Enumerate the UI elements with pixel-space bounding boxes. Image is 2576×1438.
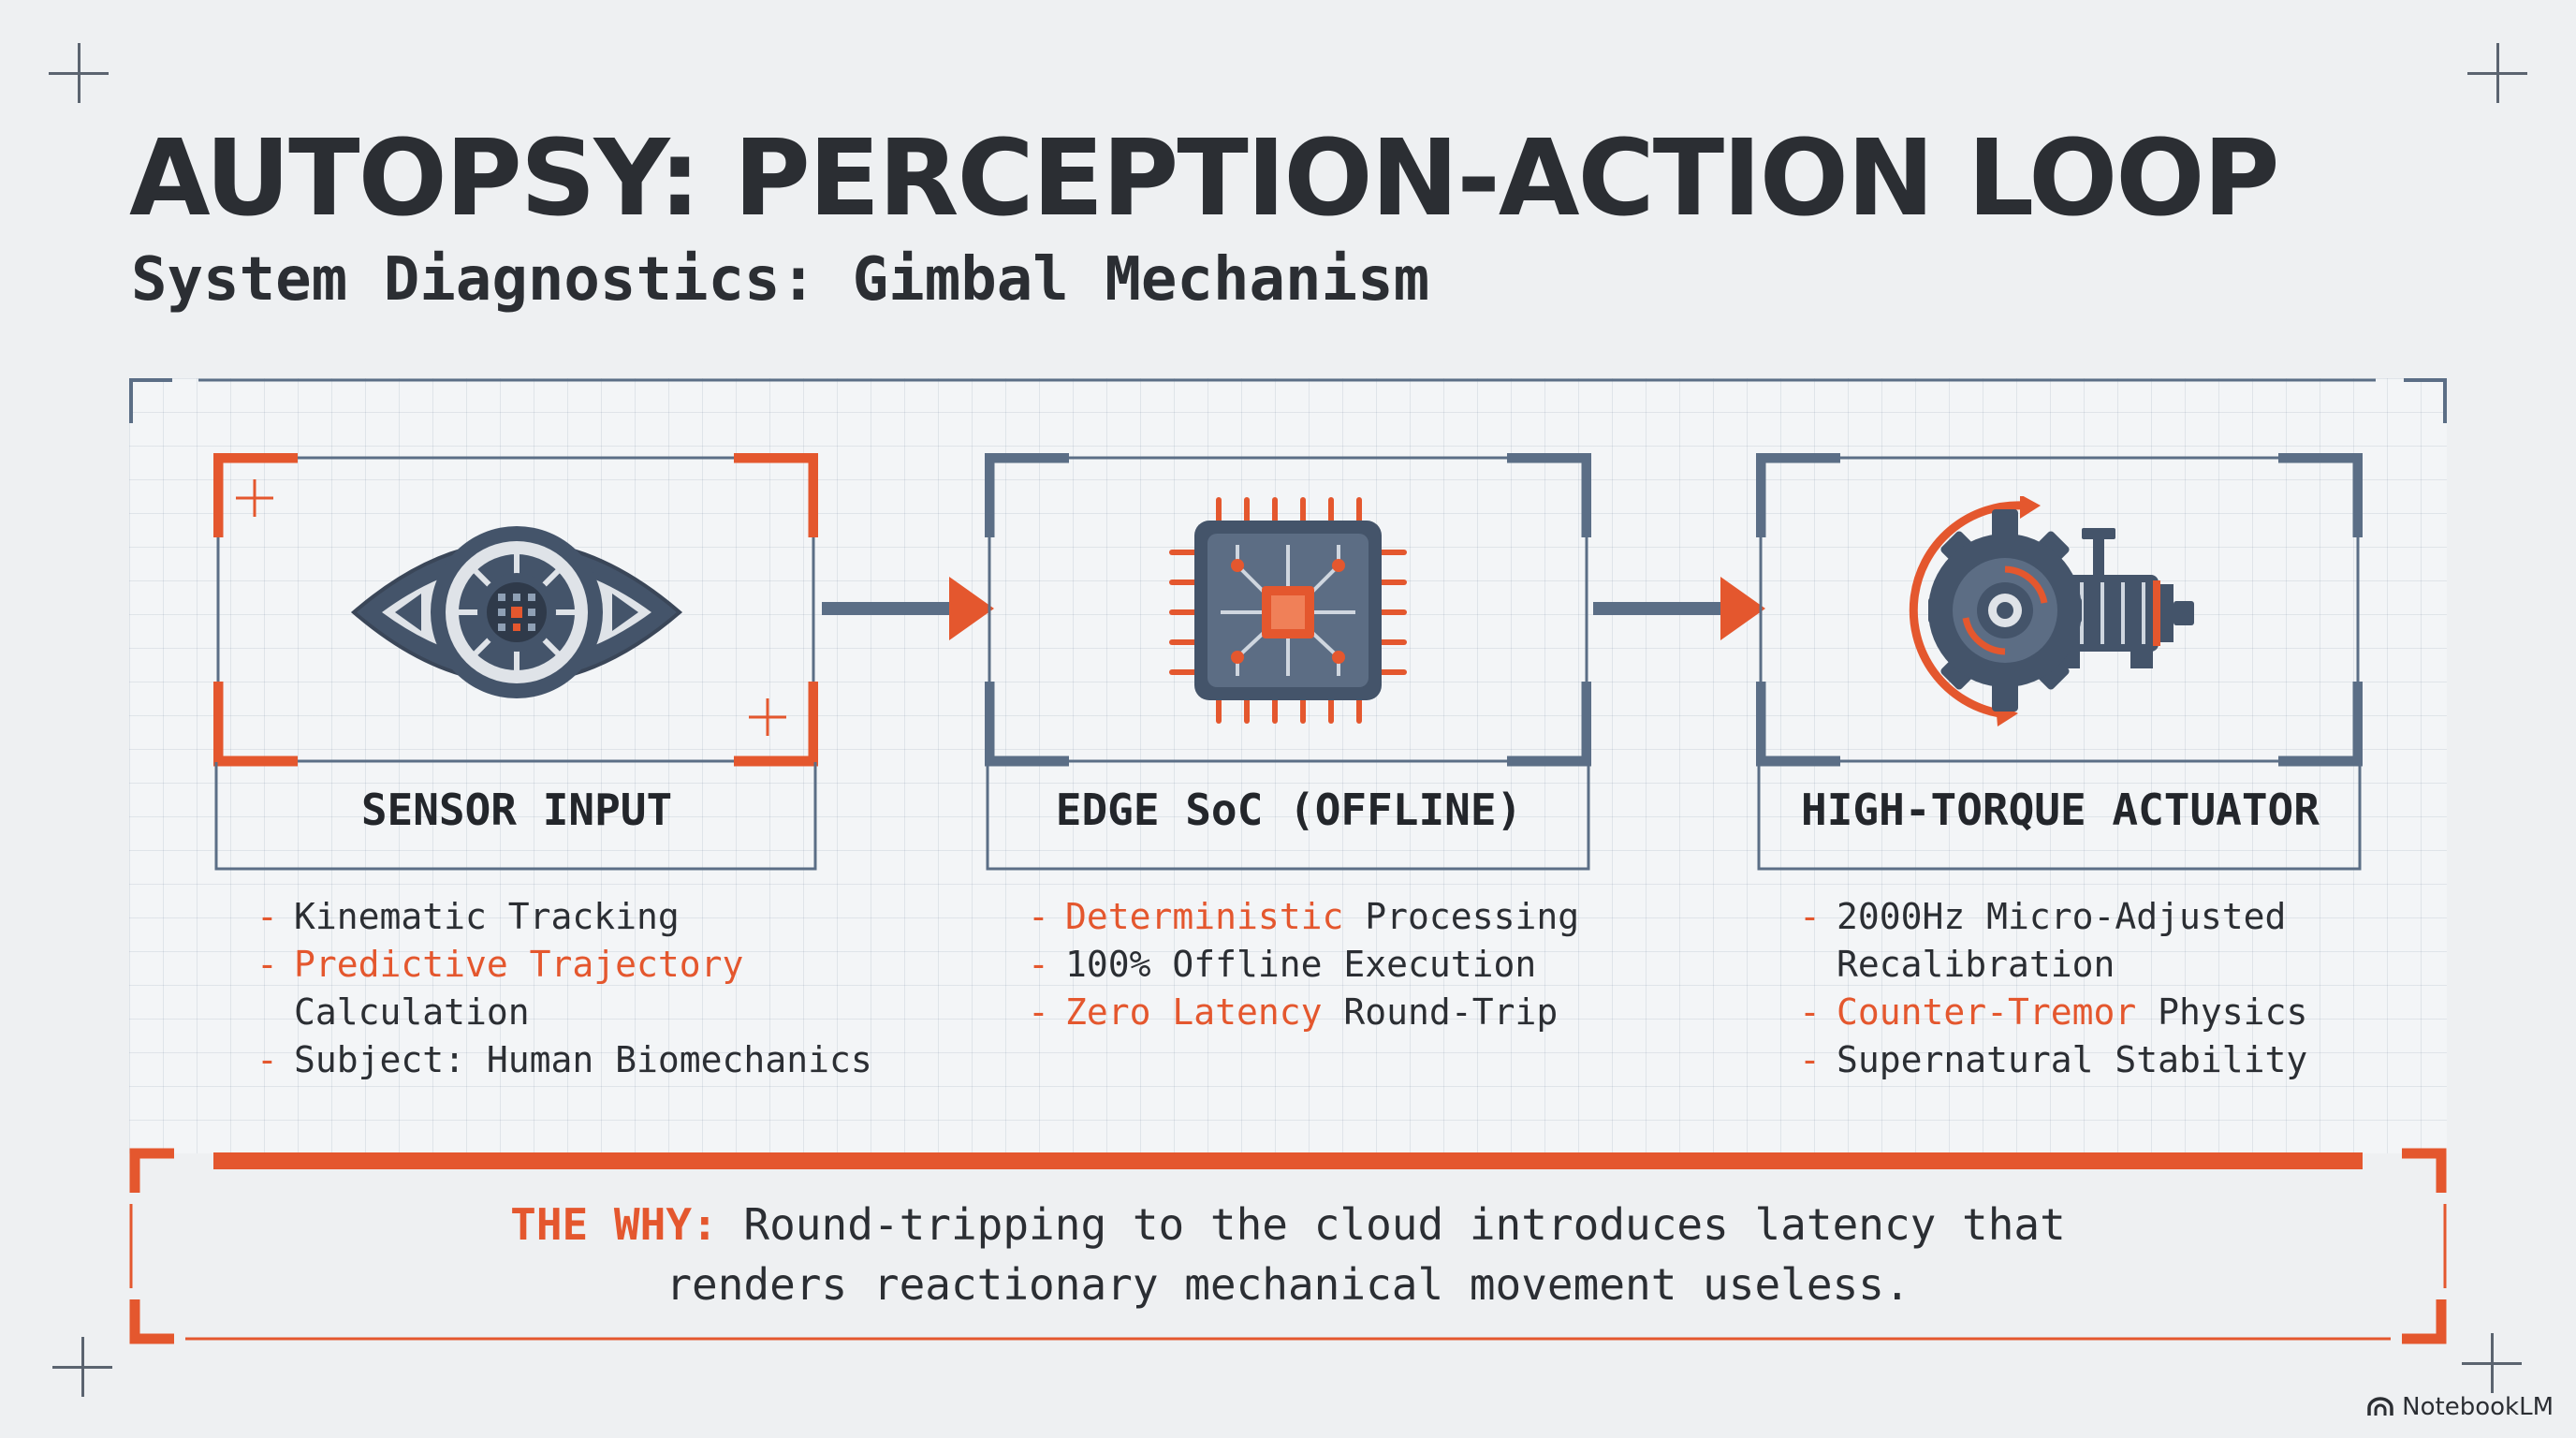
list-item: 2000Hz Micro-Adjusted	[1799, 893, 2307, 941]
microchip-icon	[1169, 497, 1407, 724]
stage-card-edge-soc	[985, 453, 1591, 871]
why-callout: THE WHY: Round-tripping to the cloud int…	[129, 1148, 2447, 1344]
flow-arrow-1-icon	[822, 577, 994, 640]
list-item-continuation: Recalibration	[1837, 944, 2115, 985]
stage-label-actuator: HIGH-TORQUE ACTUATOR	[1801, 785, 2320, 835]
why-line-1: Round-tripping to the cloud introduces l…	[717, 1199, 2066, 1250]
edge-soc-bullet-list: Deterministic Processing 100% Offline Ex…	[1028, 893, 1579, 1036]
why-frame	[129, 1148, 2447, 1344]
notebooklm-logo-icon	[2367, 1397, 2393, 1416]
brand-name: NotebookLM	[2402, 1393, 2554, 1421]
list-item: Kinematic Tracking	[256, 893, 872, 941]
list-item: Predictive Trajectory	[256, 941, 872, 989]
page-title: AUTOPSY: PERCEPTION-ACTION LOOP	[129, 118, 2280, 240]
diagram-panel: SENSOR INPUT EDGE S	[129, 378, 2447, 1153]
stage-card-sensor	[213, 453, 818, 871]
why-label: THE WHY:	[510, 1199, 718, 1250]
list-item: Counter-Tremor Physics	[1799, 989, 2307, 1036]
corner-crosshair-bottom-left	[52, 1337, 112, 1397]
sensor-bullet-list: Kinematic Tracking Predictive Trajectory…	[256, 893, 872, 1084]
gear-motor-icon	[1909, 496, 2194, 726]
stage-label-edge-soc: EDGE SoC (OFFLINE)	[1055, 785, 1523, 835]
list-item: 100% Offline Execution	[1028, 941, 1579, 989]
page-subtitle: System Diagnostics: Gimbal Mechanism	[131, 245, 1430, 315]
corner-crosshair-top-left	[49, 43, 109, 103]
corner-crosshair-bottom-right	[2462, 1333, 2522, 1393]
actuator-bullet-list: 2000Hz Micro-Adjusted Recalibration Coun…	[1799, 893, 2307, 1084]
list-item: Zero Latency Round-Trip	[1028, 989, 1579, 1036]
flow-arrow-2-icon	[1593, 577, 1765, 640]
brand-watermark: NotebookLM	[2366, 1393, 2554, 1421]
corner-crosshair-top-right	[2467, 43, 2527, 103]
why-text: THE WHY: Round-tripping to the cloud int…	[129, 1195, 2447, 1314]
list-item: Supernatural Stability	[1799, 1036, 2307, 1084]
stage-label-sensor: SENSOR INPUT	[360, 785, 673, 835]
eye-icon	[350, 526, 683, 698]
panel-frame	[129, 378, 2447, 423]
list-item: Subject: Human Biomechanics	[256, 1036, 872, 1084]
why-line-2: renders reactionary mechanical movement …	[666, 1259, 1910, 1310]
list-item-continuation: Calculation	[294, 991, 530, 1033]
stage-card-actuator	[1756, 453, 2363, 871]
list-item: Deterministic Processing	[1028, 893, 1579, 941]
